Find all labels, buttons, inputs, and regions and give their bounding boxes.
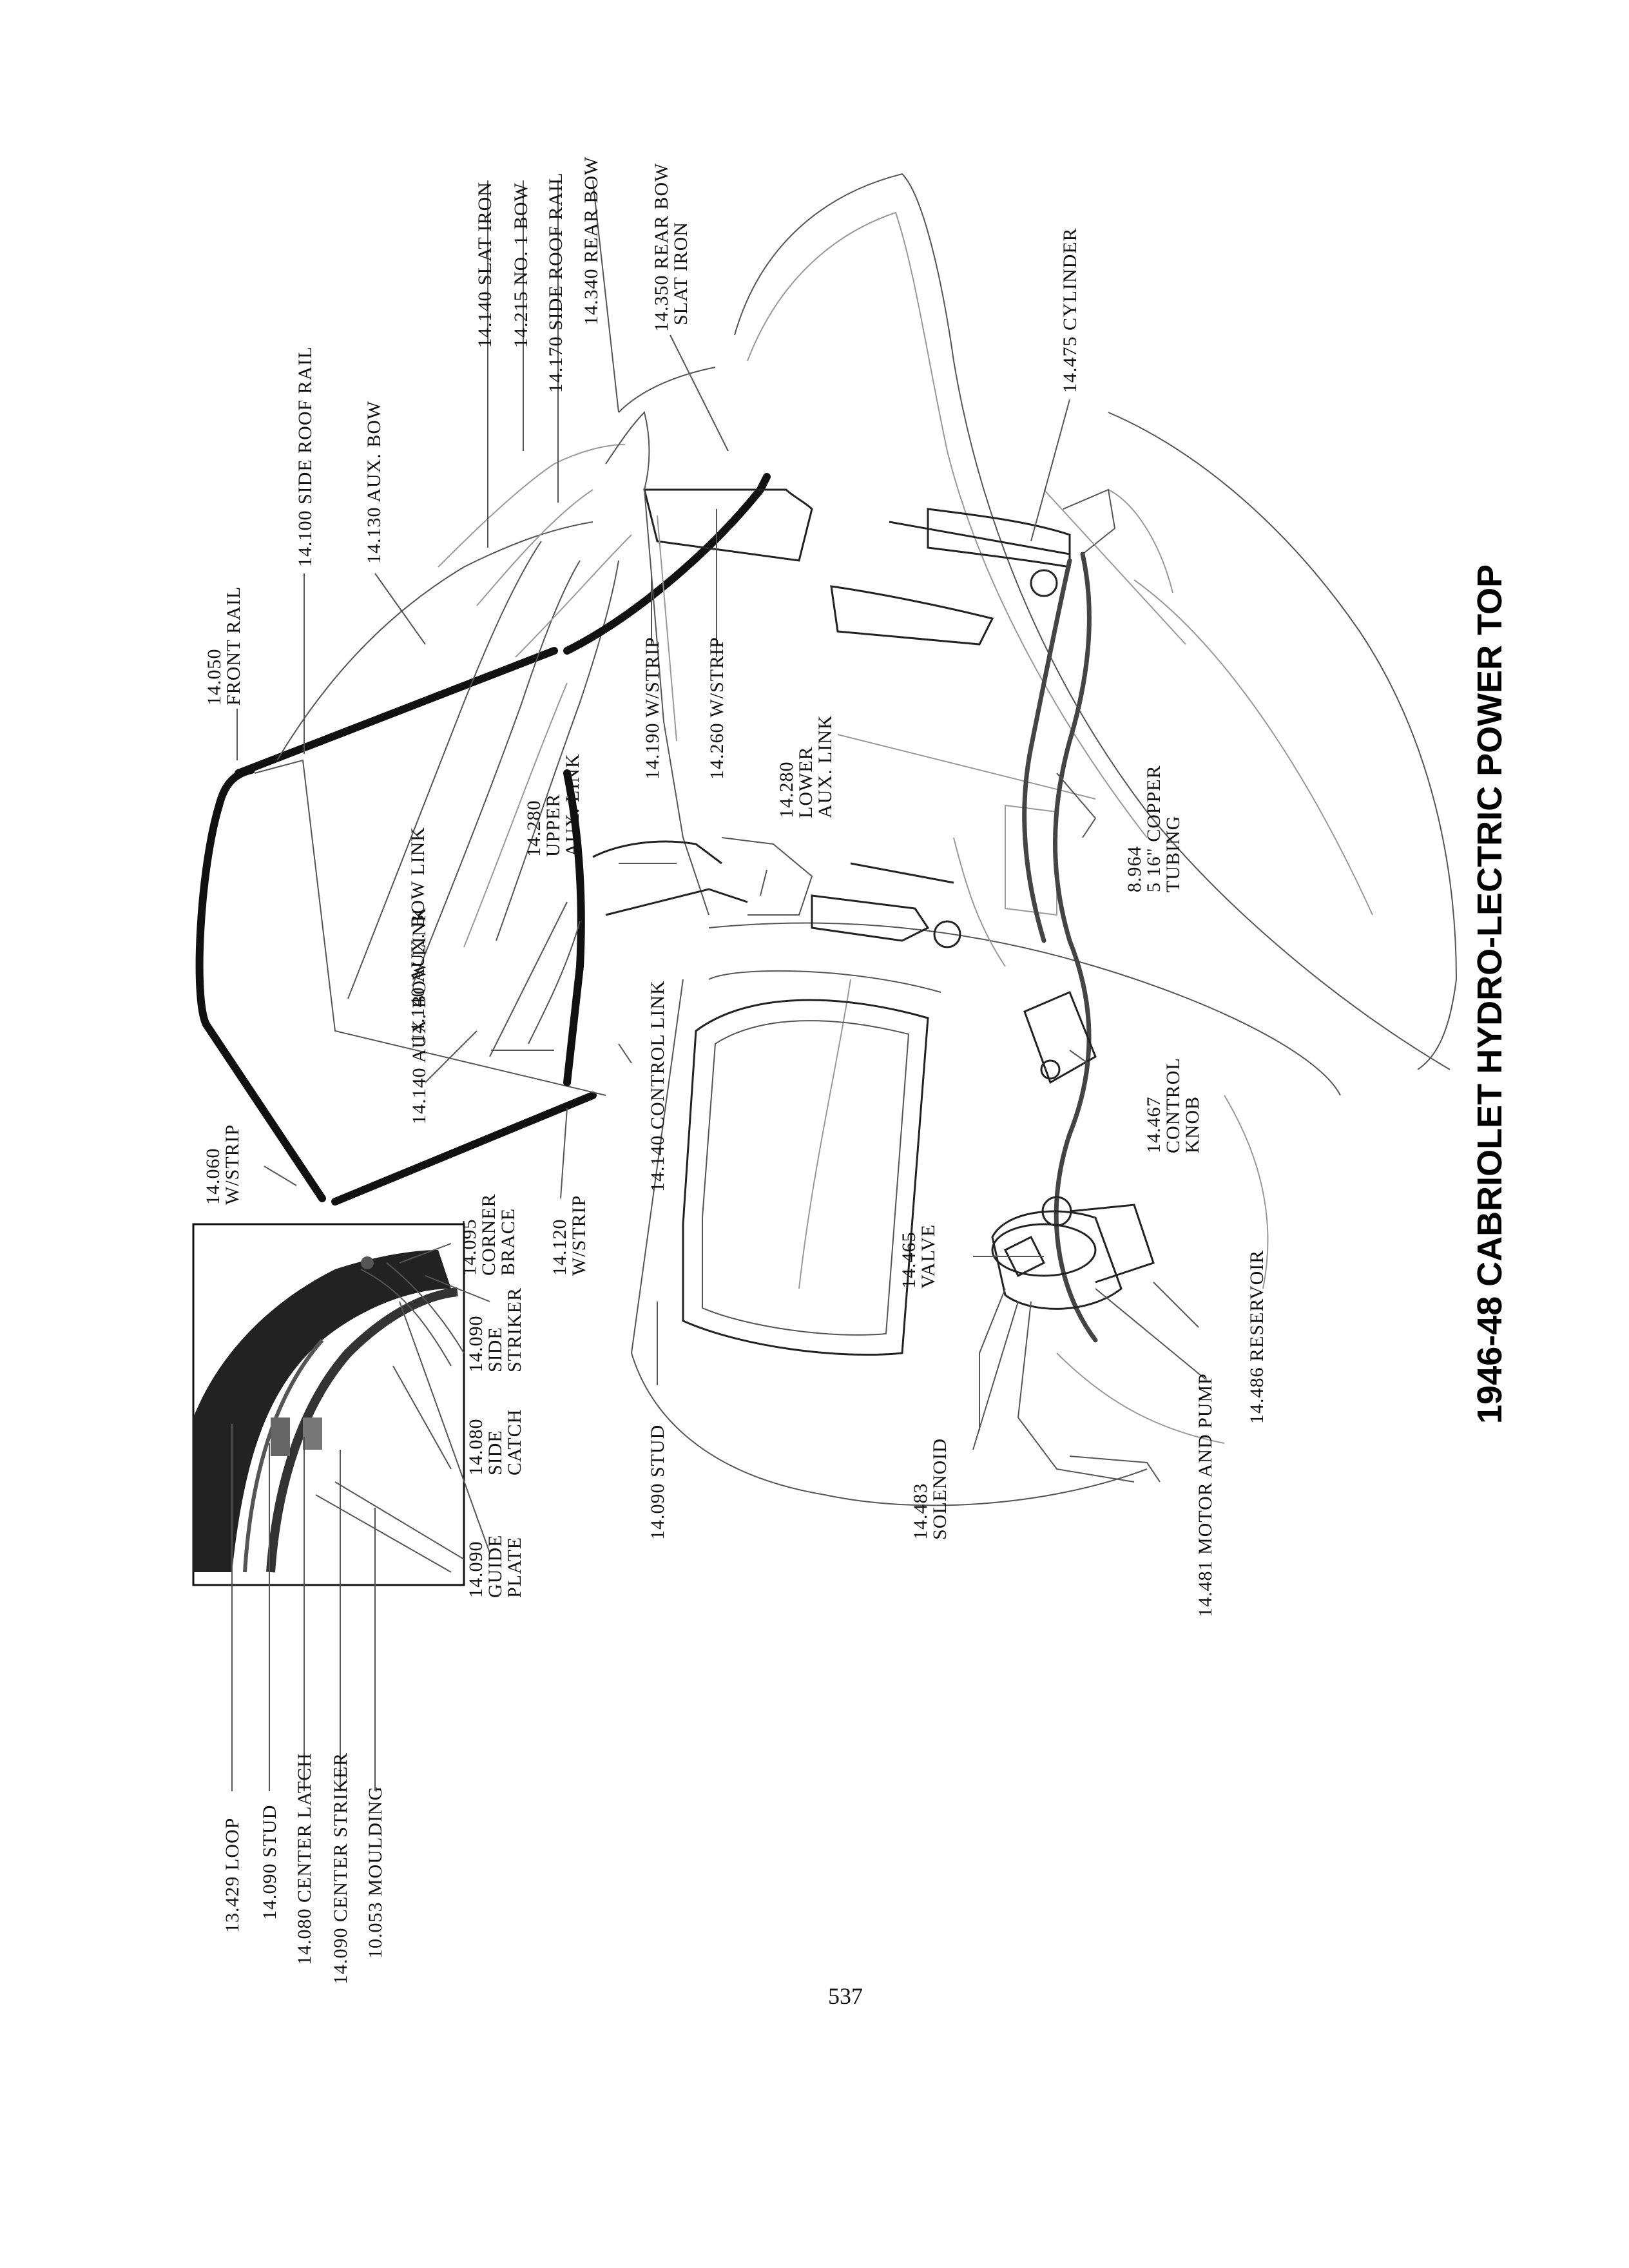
label-solenoid-1: 14.483 xyxy=(910,1483,931,1541)
label-side-striker-1: 14.090 xyxy=(465,1316,487,1373)
label-w-strip-120-2: W/STRIP xyxy=(568,1195,590,1276)
label-lower-aux-2: LOWER xyxy=(795,746,816,818)
label-upper-aux-2: UPPER xyxy=(543,794,564,857)
label-moulding: 10.053 MOULDING xyxy=(365,1786,386,1959)
label-side-roof-rail-top: 14.170 SIDE ROOF RAIL xyxy=(545,172,566,393)
latch-detail-inset xyxy=(192,1223,465,1586)
label-copper-2: 5 16" COPPER xyxy=(1143,765,1164,892)
label-stud-main: 14.090 STUD xyxy=(647,1425,668,1540)
label-center-striker: 14.090 CENTER STRIKER xyxy=(330,1753,351,1984)
label-corner-brace-1: 14.095 xyxy=(459,1219,480,1276)
label-front-rail-1: 14.050 xyxy=(204,649,225,706)
label-lower-aux-1: 14.280 xyxy=(776,762,797,819)
label-copper-3: TUBING xyxy=(1162,816,1184,892)
label-valve-2: VALVE xyxy=(918,1224,939,1289)
label-side-striker-3: STRIKER xyxy=(504,1287,525,1372)
label-copper-1: 8.964 xyxy=(1124,846,1145,893)
label-w-strip-060-2: W/STRIP xyxy=(222,1124,243,1205)
label-side-catch-1: 14.080 xyxy=(465,1419,487,1476)
label-stud-inset: 14.090 STUD xyxy=(259,1805,280,1920)
label-upper-aux-3: AUX. LINK xyxy=(562,753,583,857)
leader-lines xyxy=(231,180,1206,1791)
label-side-catch-2: SIDE xyxy=(485,1430,506,1475)
label-slat-iron: 14.140 SLAT IRON xyxy=(474,182,496,348)
label-valve-1: 14.465 xyxy=(898,1232,920,1289)
label-w-strip-260: 14.260 W/STRIP xyxy=(706,637,728,780)
label-corner-brace-3: BRACE xyxy=(497,1208,519,1276)
label-w-strip-190: 14.190 W/STRIP xyxy=(642,637,663,780)
label-guide-plate-1: 14.090 xyxy=(465,1541,487,1599)
label-aux-bow-link: 14.140 AUX. BOW LINK xyxy=(407,827,429,1044)
label-aux-bow: 14.130 AUX. BOW xyxy=(363,401,385,564)
callout-labels: 14.140 SLAT IRON 14.215 NO. 1 BOW 14.170… xyxy=(202,157,1268,1985)
label-no1-bow: 14.215 NO. 1 BOW xyxy=(510,182,532,348)
label-lower-aux-3: AUX. LINK xyxy=(815,715,836,818)
label-guide-plate-2: GUIDE xyxy=(485,1535,506,1598)
label-corner-brace-2: CORNER xyxy=(478,1193,499,1276)
label-control-knob-1: 14.467 xyxy=(1143,1097,1164,1154)
label-guide-plate-3: PLATE xyxy=(504,1537,525,1598)
label-control-knob-3: KNOB xyxy=(1182,1096,1203,1153)
diagram-title: 1946-48 CABRIOLET HYDRO-LECTRIC POWER TO… xyxy=(1470,564,1509,1424)
car-body-drawing xyxy=(195,173,1458,1506)
label-solenoid-2: SOLENOID xyxy=(929,1438,950,1540)
label-cylinder: 14.475 CYLINDER xyxy=(1059,227,1081,393)
label-loop: 13.429 LOOP xyxy=(222,1818,243,1933)
label-w-strip-060-1: 14.060 xyxy=(202,1148,224,1206)
label-reservoir: 14.486 RESERVOIR xyxy=(1246,1250,1268,1424)
label-w-strip-120-1: 14.120 xyxy=(549,1219,570,1276)
label-rear-bow-slat-iron-1: 14.350 REAR BOW xyxy=(651,163,672,332)
label-control-link: 14.140 CONTROL LINK xyxy=(647,980,668,1192)
label-rear-bow: 14.340 REAR BOW xyxy=(581,157,602,326)
label-side-catch-3: CATCH xyxy=(504,1409,525,1475)
label-aux-bow-link-140: 14.140 AUX. BOW LINK xyxy=(409,907,430,1124)
label-upper-aux-1: 14.280 xyxy=(523,800,545,858)
label-side-roof-rail: 14.100 SIDE ROOF RAIL xyxy=(294,346,316,567)
label-rear-bow-slat-iron-2: SLAT IRON xyxy=(670,222,691,325)
label-motor-pump: 14.481 MOTOR AND PUMP xyxy=(1195,1373,1216,1617)
page-number: 537 xyxy=(828,1983,863,2009)
label-side-striker-2: SIDE xyxy=(485,1327,506,1372)
label-control-knob-2: CONTROL xyxy=(1162,1057,1184,1153)
label-center-latch: 14.080 CENTER LATCH xyxy=(294,1753,315,1965)
label-front-rail-2: FRONT RAIL xyxy=(223,586,244,706)
